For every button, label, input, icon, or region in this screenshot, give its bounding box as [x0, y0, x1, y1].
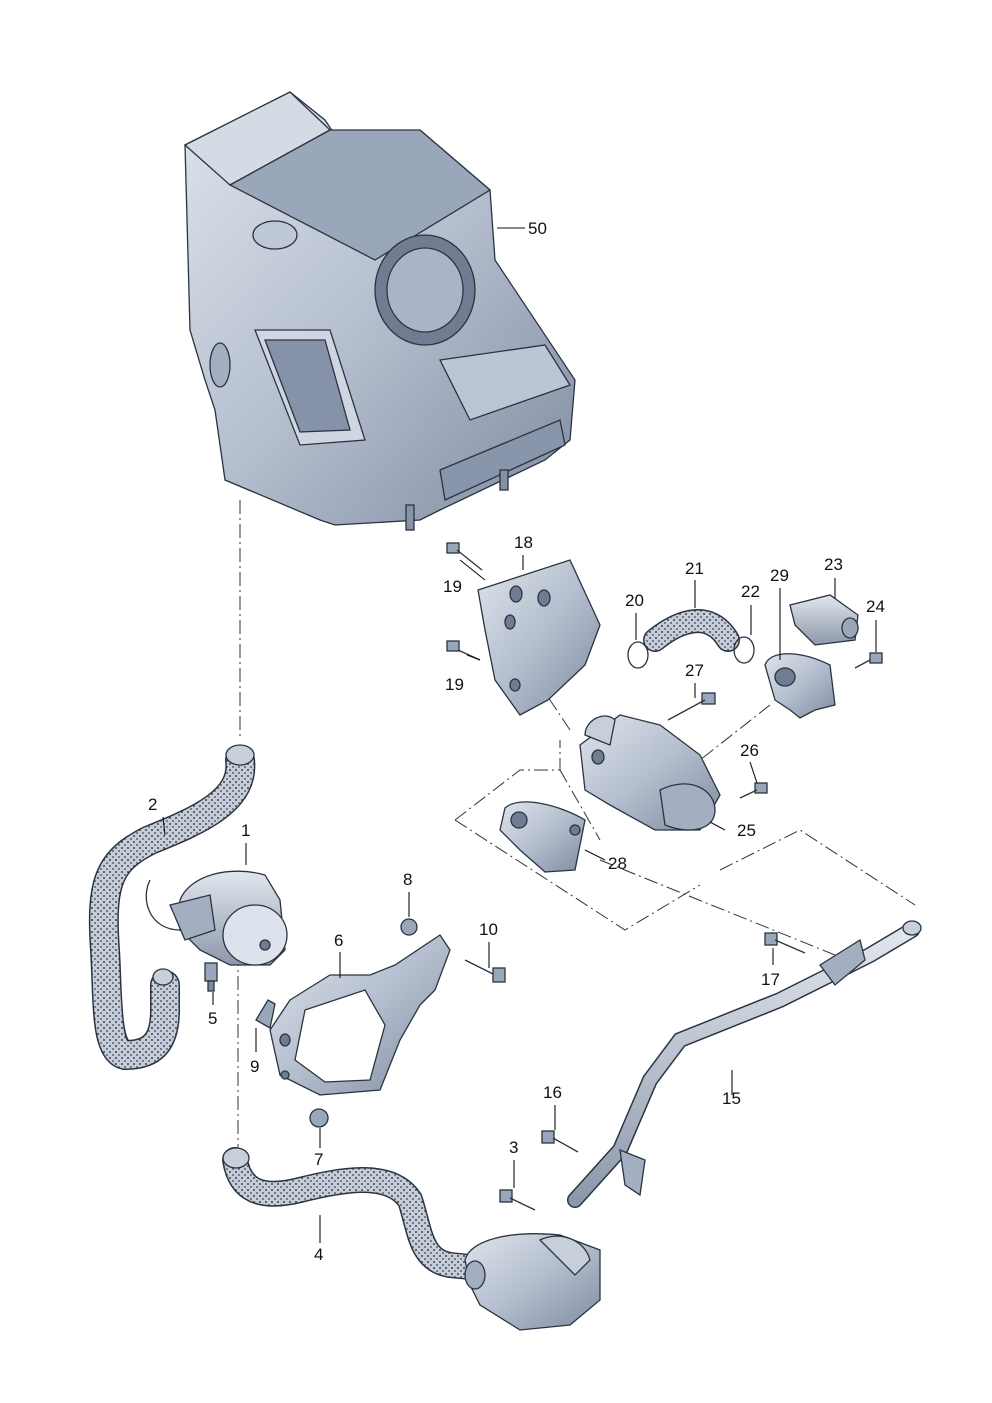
label-4: 4: [314, 1245, 323, 1264]
label-26: 26: [740, 741, 759, 760]
label-2: 2: [148, 795, 157, 814]
fitting-5: [204, 962, 218, 992]
nut-8: [400, 918, 418, 936]
valve-25: [579, 714, 721, 831]
label-19-lower: 19: [445, 675, 464, 694]
label-10: 10: [479, 920, 498, 939]
bolt-19-upper: [446, 542, 483, 571]
label-20: 20: [625, 591, 644, 610]
label-27: 27: [685, 661, 704, 680]
label-9: 9: [250, 1057, 259, 1076]
label-18: 18: [514, 533, 533, 552]
leader-lines: [162, 227, 877, 1243]
bolt-17: [764, 932, 806, 954]
label-29: 29: [770, 566, 789, 585]
bracket-plate: [477, 559, 601, 716]
secondary-air-pump-1: [145, 870, 288, 966]
hose-clamp-20: [627, 641, 649, 669]
bracket-6: [269, 934, 451, 1096]
pipe-15: [567, 920, 922, 1208]
label-5: 5: [208, 1009, 217, 1028]
label-6: 6: [334, 931, 343, 950]
label-25: 25: [737, 821, 756, 840]
bolt-19-lower: [446, 640, 481, 661]
bolt-26: [739, 782, 768, 799]
label-16: 16: [543, 1083, 562, 1102]
label-17: 17: [761, 970, 780, 989]
label-19-upper: 19: [443, 577, 462, 596]
label-22: 22: [741, 582, 760, 601]
label-24: 24: [866, 597, 885, 616]
callout-labels: 50 18 19 19 21 20 22 29 23 24 27 26 25 2…: [148, 219, 885, 1264]
label-50: 50: [528, 219, 547, 238]
label-15: 15: [722, 1089, 741, 1108]
bolt-16: [541, 1130, 579, 1153]
clip-9: [255, 999, 276, 1030]
hose-2: [88, 744, 256, 1071]
hose-clamp-22: [733, 636, 755, 664]
label-1: 1: [241, 821, 250, 840]
label-28: 28: [608, 854, 627, 873]
label-23: 23: [824, 555, 843, 574]
label-3: 3: [509, 1138, 518, 1157]
gasket-28: [499, 801, 586, 873]
nut-7: [309, 1108, 329, 1128]
air-filter-housing: [183, 91, 576, 531]
combination-valve: [464, 1233, 601, 1331]
bolt-27: [667, 692, 716, 721]
sensor-23: [789, 594, 859, 646]
label-21: 21: [685, 559, 704, 578]
label-8: 8: [403, 870, 412, 889]
gasket-29: [764, 653, 836, 719]
bolt-10: [464, 959, 506, 983]
bolt-3: [499, 1189, 536, 1211]
label-7: 7: [314, 1150, 323, 1169]
hose-21: [643, 609, 740, 652]
bolt-24: [854, 652, 883, 669]
hose-4: [222, 1147, 493, 1281]
